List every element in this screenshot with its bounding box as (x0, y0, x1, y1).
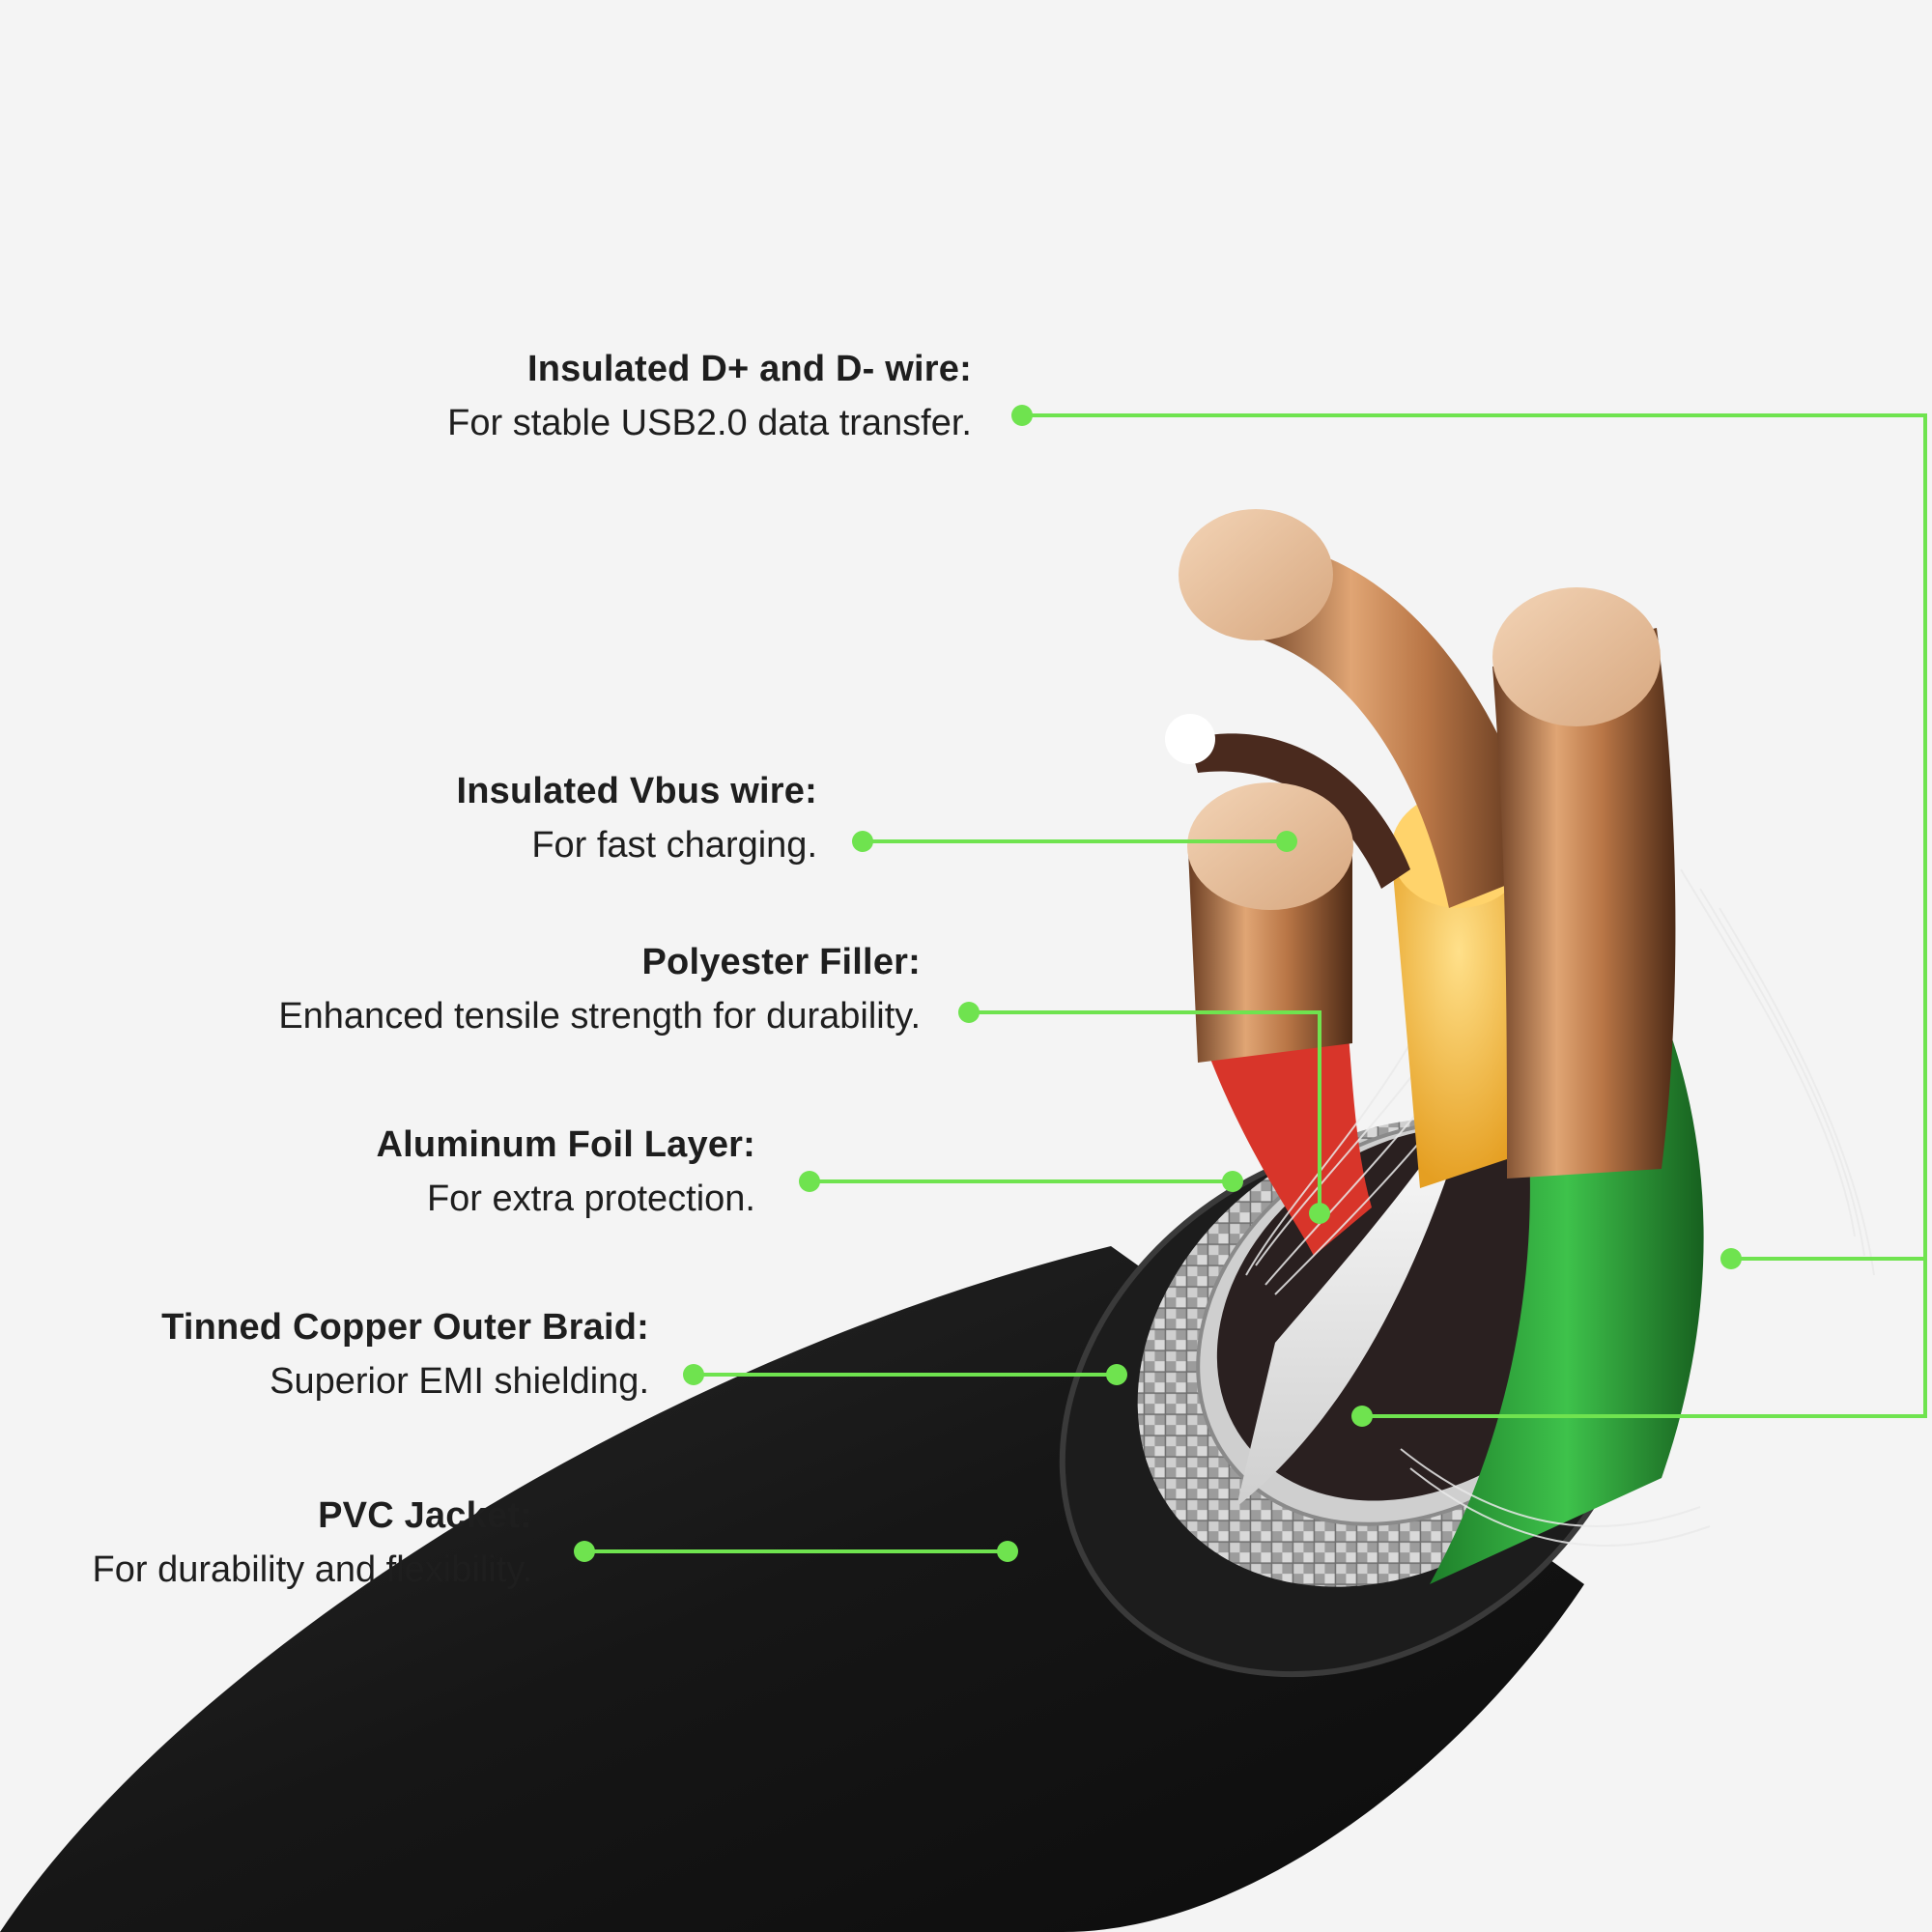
yellow-filler (1391, 850, 1526, 1188)
thin-wire-tip (1165, 714, 1215, 764)
dot-jacket-start (574, 1541, 595, 1562)
callout-vbus: Insulated Vbus wire: For fast charging. (456, 764, 817, 872)
dot-dplus-dminus-start (1011, 405, 1033, 426)
callout-line-dplus-dminus (1022, 413, 1927, 1418)
dot-braid-end (1106, 1364, 1127, 1385)
callout-description: Enhanced tensile strength for durability… (278, 996, 921, 1037)
callout-title: Tinned Copper Outer Braid: (161, 1307, 649, 1348)
dot-vbus-end (1276, 831, 1297, 852)
copper-wire-back-top (1179, 509, 1333, 640)
dot-dplus-dminus-white (1351, 1406, 1373, 1427)
callout-title: Insulated D+ and D- wire: (526, 349, 972, 389)
dot-foil-start (799, 1171, 820, 1192)
copper-wire-vbus-top (1187, 782, 1353, 910)
copper-wire-front-top (1492, 587, 1661, 726)
callout-filler: Polyester Filler: Enhanced tensile stren… (278, 935, 921, 1043)
callout-jacket: PVC Jacket: For durability and flexibili… (93, 1489, 532, 1597)
callout-line-filler (969, 1010, 1321, 1213)
callout-foil: Aluminum Foil Layer: For extra protectio… (377, 1118, 755, 1226)
copper-wire-back (1246, 541, 1546, 908)
copper-wire-front (1492, 628, 1676, 1179)
dot-filler-end (1309, 1203, 1330, 1224)
dot-vbus-start (852, 831, 873, 852)
thin-wire (1188, 733, 1410, 889)
callout-dplus-dminus: Insulated D+ and D- wire: For stable USB… (447, 342, 972, 450)
callout-braid: Tinned Copper Outer Braid: Superior EMI … (161, 1300, 649, 1408)
dot-filler-start (958, 1002, 980, 1023)
callout-description: For extra protection. (426, 1179, 755, 1219)
callout-title: Aluminum Foil Layer: (376, 1124, 755, 1165)
callout-description: For durability and flexibility. (92, 1549, 532, 1590)
dot-jacket-end (997, 1541, 1018, 1562)
callout-title: Polyester Filler: (641, 942, 921, 982)
callout-description: Superior EMI shielding. (270, 1361, 649, 1402)
callout-title: PVC Jacket: (318, 1495, 532, 1536)
callout-description: For stable USB2.0 data transfer. (447, 403, 972, 443)
dot-braid-start (683, 1364, 704, 1385)
callout-lines (584, 413, 1927, 1553)
callout-description: For fast charging. (531, 825, 817, 866)
dot-foil-end (1222, 1171, 1243, 1192)
callout-title: Insulated Vbus wire: (456, 771, 817, 811)
dot-dplus-dminus-green (1720, 1248, 1742, 1269)
callout-dots (574, 405, 1742, 1562)
